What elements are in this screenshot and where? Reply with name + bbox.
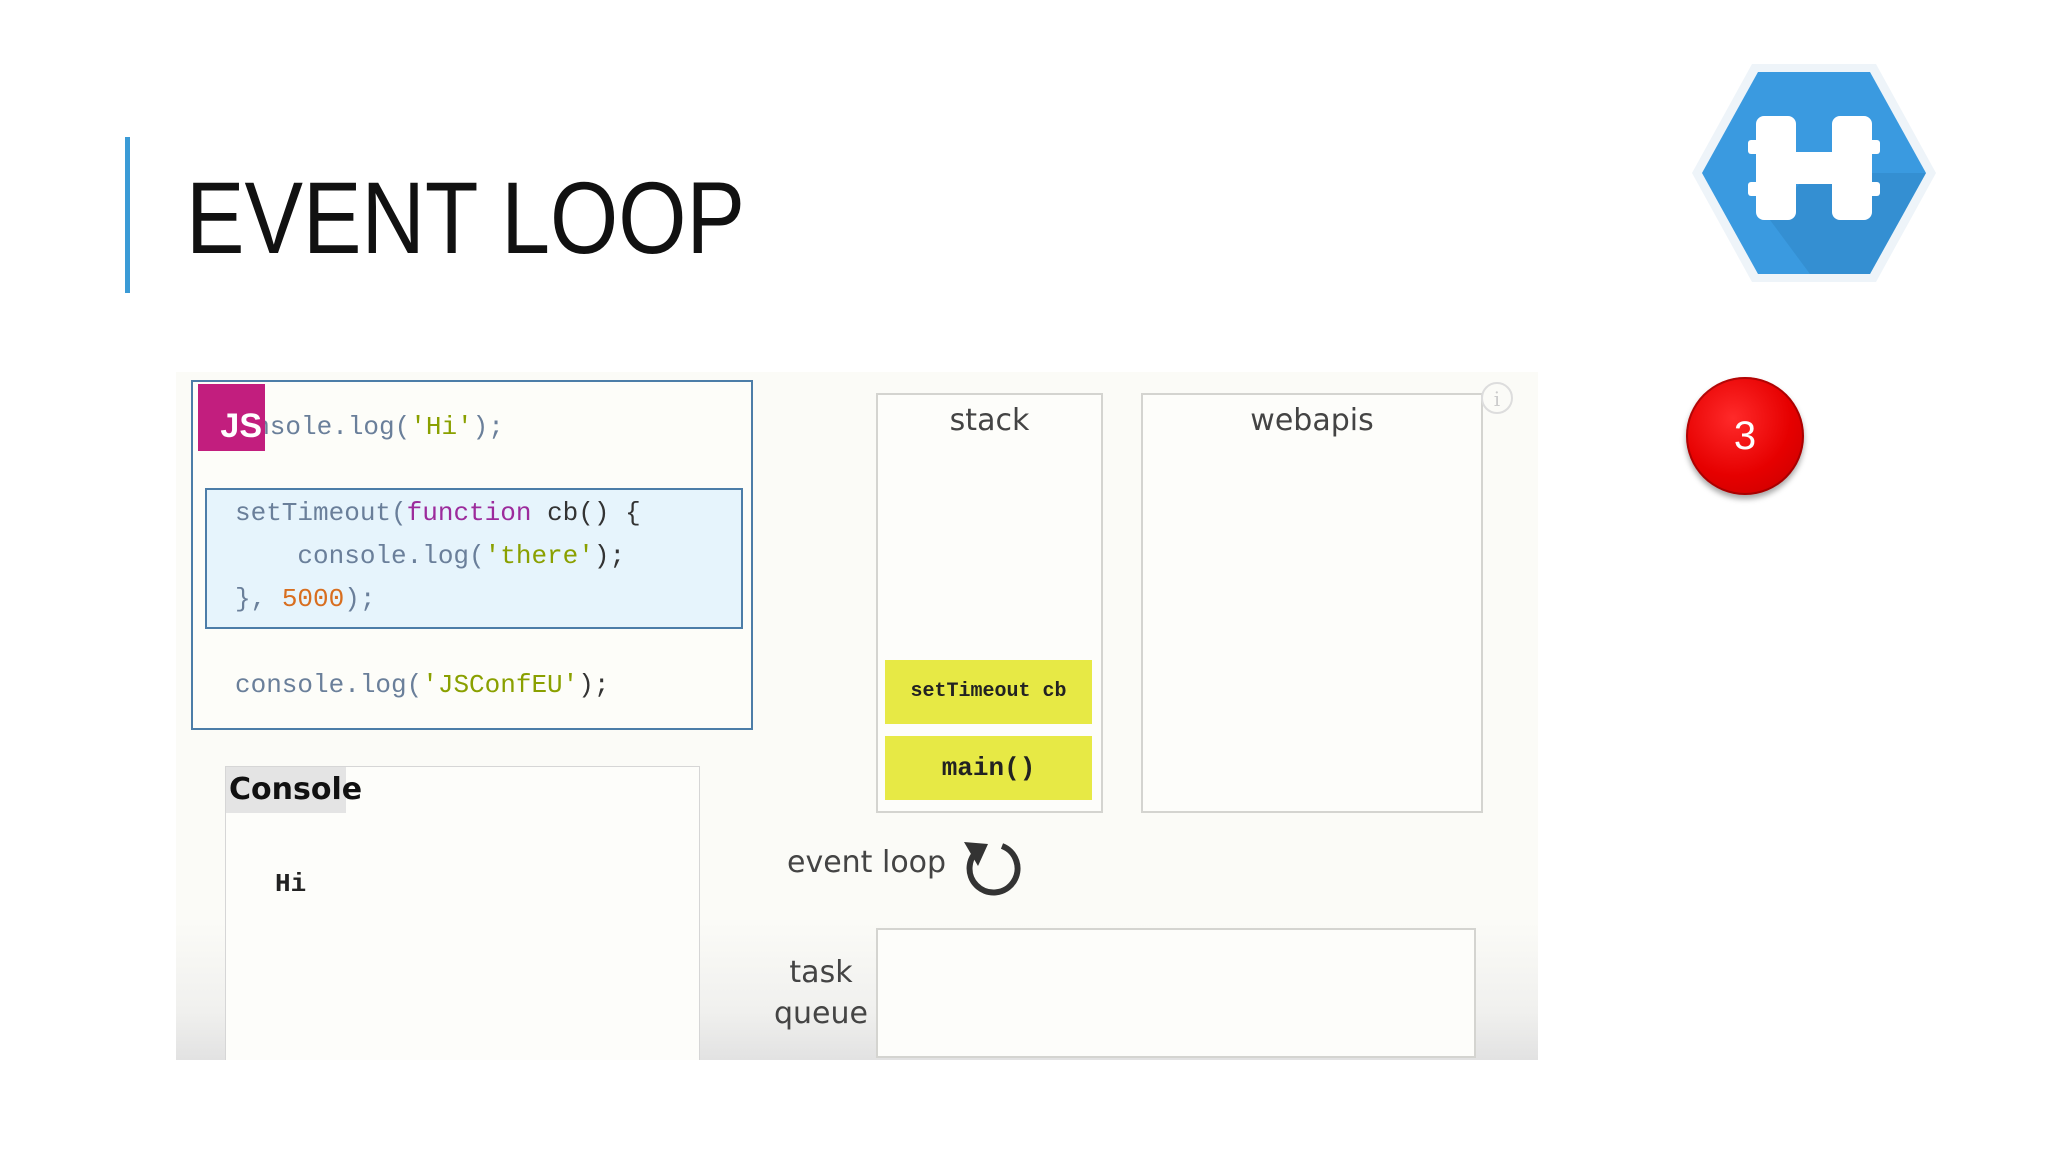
- task-queue-label: task queue: [766, 952, 876, 1034]
- slide-number-badge: 3: [1686, 377, 1804, 495]
- webapis-panel: webapis: [1141, 393, 1483, 813]
- webapis-label: webapis: [1250, 403, 1374, 438]
- task-queue-label-line1: task: [789, 955, 853, 990]
- event-loop-label: event loop: [787, 845, 947, 880]
- task-queue-label-line2: queue: [774, 996, 868, 1031]
- code-line-1: console.log('Hi');: [223, 412, 504, 442]
- event-loop-demo: console.log('Hi'); setTimeout(function c…: [176, 372, 1538, 1060]
- code-line-4: }, 5000);: [235, 584, 376, 614]
- code-line-3: console.log('there');: [235, 541, 626, 571]
- current-statement-highlight: [205, 488, 743, 629]
- title-accent-bar: [125, 137, 130, 293]
- console-panel: Console Hi: [225, 766, 700, 1060]
- code-panel: console.log('Hi'); setTimeout(function c…: [191, 380, 753, 730]
- call-stack-panel: stack setTimeout cb main(): [876, 393, 1103, 813]
- rotate-arrow-icon: [964, 842, 1021, 896]
- slide-title: EVENT LOOP: [186, 161, 746, 275]
- stack-label: stack: [949, 403, 1030, 438]
- hexagon-h-logo-icon: [1692, 64, 1936, 282]
- console-label: Console: [226, 767, 362, 813]
- js-logo: JS: [198, 384, 265, 451]
- code-line-5: console.log('JSConfEU');: [235, 670, 610, 700]
- console-output: Hi: [275, 869, 307, 899]
- code-line-2: setTimeout(function cb() {: [235, 498, 641, 528]
- stack-frame: main(): [885, 736, 1092, 800]
- info-icon[interactable]: i: [1481, 382, 1513, 414]
- task-queue-panel: [876, 928, 1476, 1058]
- stack-frame: setTimeout cb: [885, 660, 1092, 724]
